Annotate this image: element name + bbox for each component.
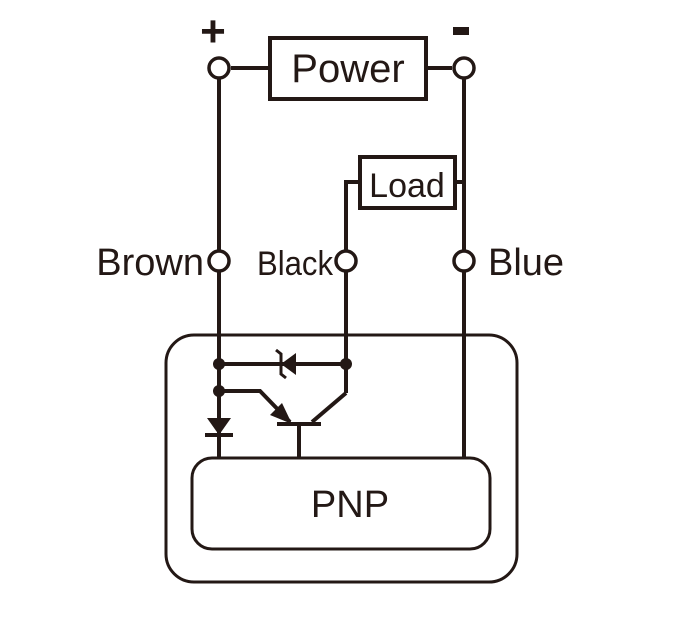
- junction-dot-brown-zener: [213, 358, 225, 370]
- power-box: [268, 36, 428, 101]
- load-box: [358, 155, 457, 210]
- zener-diode-triangle: [281, 353, 296, 375]
- junction-dot-black-zener: [340, 358, 352, 370]
- protection-diode-triangle: [207, 418, 231, 435]
- transistor-collector: [310, 391, 348, 424]
- blue-label: Blue: [488, 242, 564, 284]
- brown-label: Brown: [96, 242, 204, 284]
- pnp-circuit-block: [190, 456, 492, 551]
- negative-terminal: [452, 56, 476, 80]
- black-wire-upper: [344, 180, 360, 250]
- sensor-housing: [164, 333, 519, 584]
- black-terminal: [334, 249, 358, 273]
- blue-terminal: [452, 249, 476, 273]
- black-label: Black: [257, 245, 334, 283]
- positive-symbol: +: [200, 7, 226, 56]
- load-label: Load: [369, 167, 445, 205]
- negative-symbol: [453, 27, 469, 35]
- emitter-arrow: [270, 403, 292, 424]
- pnp-label: PNP: [311, 484, 389, 526]
- zener-diode-bar: [275, 348, 287, 380]
- positive-terminal: [207, 56, 231, 80]
- brown-terminal: [207, 249, 231, 273]
- power-label: Power: [291, 47, 404, 91]
